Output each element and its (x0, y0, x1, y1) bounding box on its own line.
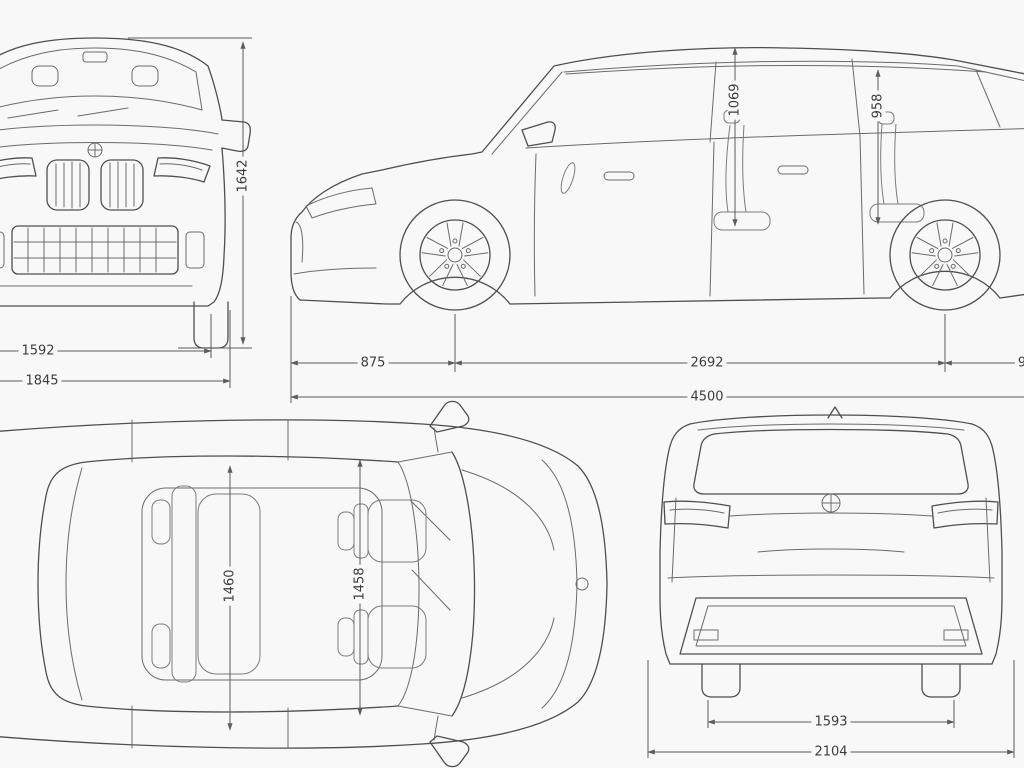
rear-window (693, 423, 969, 495)
dim-overall-length: 4500 (687, 389, 727, 405)
right-intake (185, 231, 205, 269)
right-reflector (943, 629, 969, 641)
top-roof (37, 455, 399, 713)
left-intake (0, 231, 5, 269)
dim-front-track: 1592 (18, 343, 58, 359)
top-seats (151, 485, 427, 683)
side-mirror (521, 121, 556, 147)
front-wheel (399, 199, 511, 311)
rear-dimension-lines (647, 660, 1015, 758)
dim-overall-width: 2104 (811, 744, 851, 760)
top-mirrors (429, 400, 470, 768)
side-glasshouse (491, 58, 1024, 155)
front-left-cushion (367, 499, 427, 563)
roof-panel-line (141, 487, 383, 681)
rear-car-outline (659, 406, 1003, 665)
side-front-details (293, 187, 377, 275)
antenna-fin (827, 406, 843, 419)
front-door-handle (603, 171, 635, 181)
bmw-roundel (87, 142, 103, 158)
cowl-line (0, 124, 219, 135)
front-car-outline (0, 37, 251, 307)
headlights (0, 157, 211, 183)
top-windshield (397, 451, 476, 717)
dim-front-interior-width: 1458 (352, 564, 368, 604)
taillights (663, 500, 999, 529)
left-headrest (31, 65, 59, 87)
tailgate-lines (667, 497, 995, 583)
rear-wheel (889, 199, 1001, 311)
front-dimension-lines (0, 37, 252, 388)
dim-front-overhang: 875 (357, 355, 389, 371)
rear-view (638, 402, 1024, 768)
rear-right-headrest (151, 623, 171, 669)
side-dimension-lines (290, 296, 1024, 403)
side-interior (560, 109, 925, 231)
front-windshield (0, 47, 203, 119)
top-door-seams (131, 419, 439, 749)
front-right-cushion (367, 605, 427, 669)
side-car-outline (290, 46, 1024, 305)
hood-crease (0, 142, 213, 151)
side-view-drawing (290, 46, 1024, 403)
rear-view-drawing (647, 406, 1015, 758)
front-badge (575, 577, 589, 591)
wipers (409, 499, 451, 611)
dim-rear-overhang: 9 (1014, 355, 1024, 371)
dim-overall-height: 1642 (235, 156, 251, 196)
dim-rear-track: 1593 (811, 714, 851, 730)
rear-seat-cushion (869, 203, 925, 223)
front-left-headrest (337, 511, 355, 551)
side-view (286, 26, 1024, 411)
rear-roundel (821, 493, 841, 513)
left-reflector (693, 629, 719, 641)
dim-body-width: 1845 (22, 373, 62, 389)
rear-bumper (679, 597, 983, 655)
right-headrest (131, 65, 159, 87)
dim-wheelbase: 2692 (687, 355, 727, 371)
dim-front-interior-height: 1069 (727, 80, 743, 120)
dim-rear-interior-width: 1460 (222, 566, 238, 606)
top-dimension-arrows (227, 459, 363, 731)
top-view (0, 400, 632, 768)
front-tires (193, 301, 229, 349)
kidney-grille (46, 159, 144, 211)
front-right-headrest (337, 617, 355, 657)
top-hood-lines (461, 469, 589, 699)
interior-mirror (82, 51, 108, 63)
rear-bench-backrest (171, 485, 197, 683)
front-seat-cushion (713, 211, 771, 231)
rear-door-handle (777, 165, 809, 175)
dim-rear-interior-height: 958 (870, 90, 886, 122)
side-doors (533, 135, 865, 297)
lower-bumper (0, 225, 205, 287)
top-car-outline (0, 419, 608, 749)
rear-left-headrest (151, 499, 171, 545)
rear-tires (701, 663, 961, 698)
steering-wheel (560, 162, 576, 194)
top-view-drawing (0, 400, 608, 768)
